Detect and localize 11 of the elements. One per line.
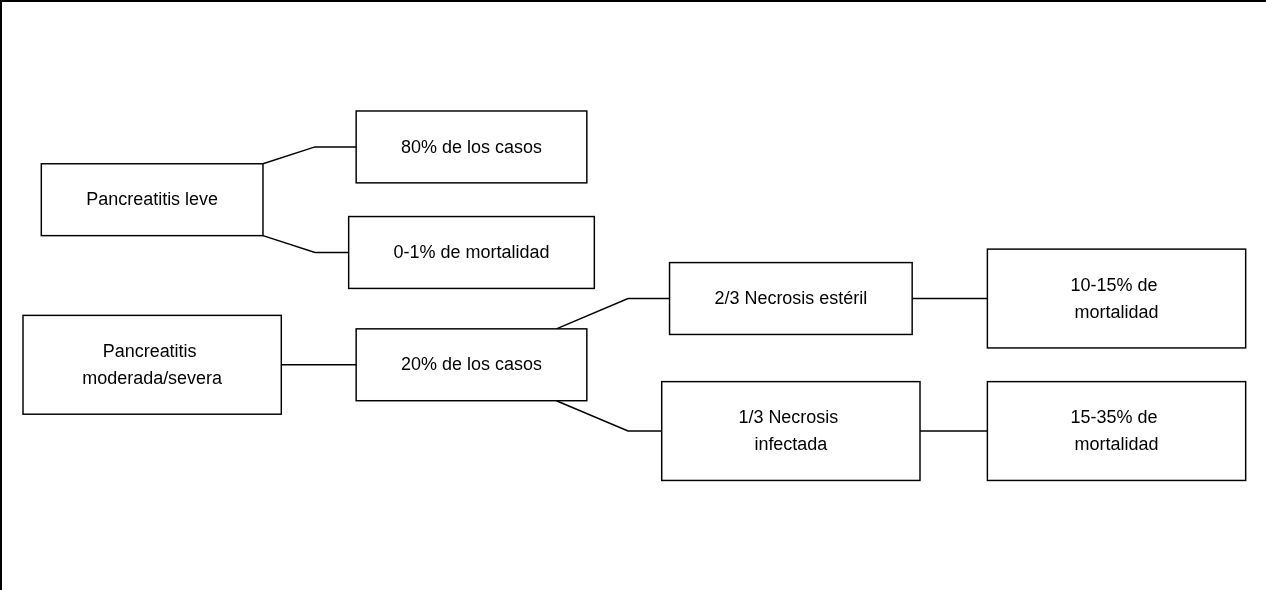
connector — [911, 298, 988, 300]
connector — [555, 298, 670, 330]
node-box: Pancreatitis moderada/severa — [21, 314, 282, 416]
node-box: 0-1% de mortalidad — [347, 216, 595, 290]
node-box: 1/3 Necrosis infectada — [660, 381, 921, 482]
node-box: 20% de los casos — [355, 328, 588, 402]
node-box: 10-15% de mortalidad — [986, 248, 1247, 349]
node-box: 2/3 Necrosis estéril — [668, 262, 913, 336]
node-box: 80% de los casos — [355, 110, 588, 184]
node-box: Pancreatitis leve — [40, 163, 264, 237]
node-box: 15-35% de mortalidad — [986, 381, 1247, 482]
